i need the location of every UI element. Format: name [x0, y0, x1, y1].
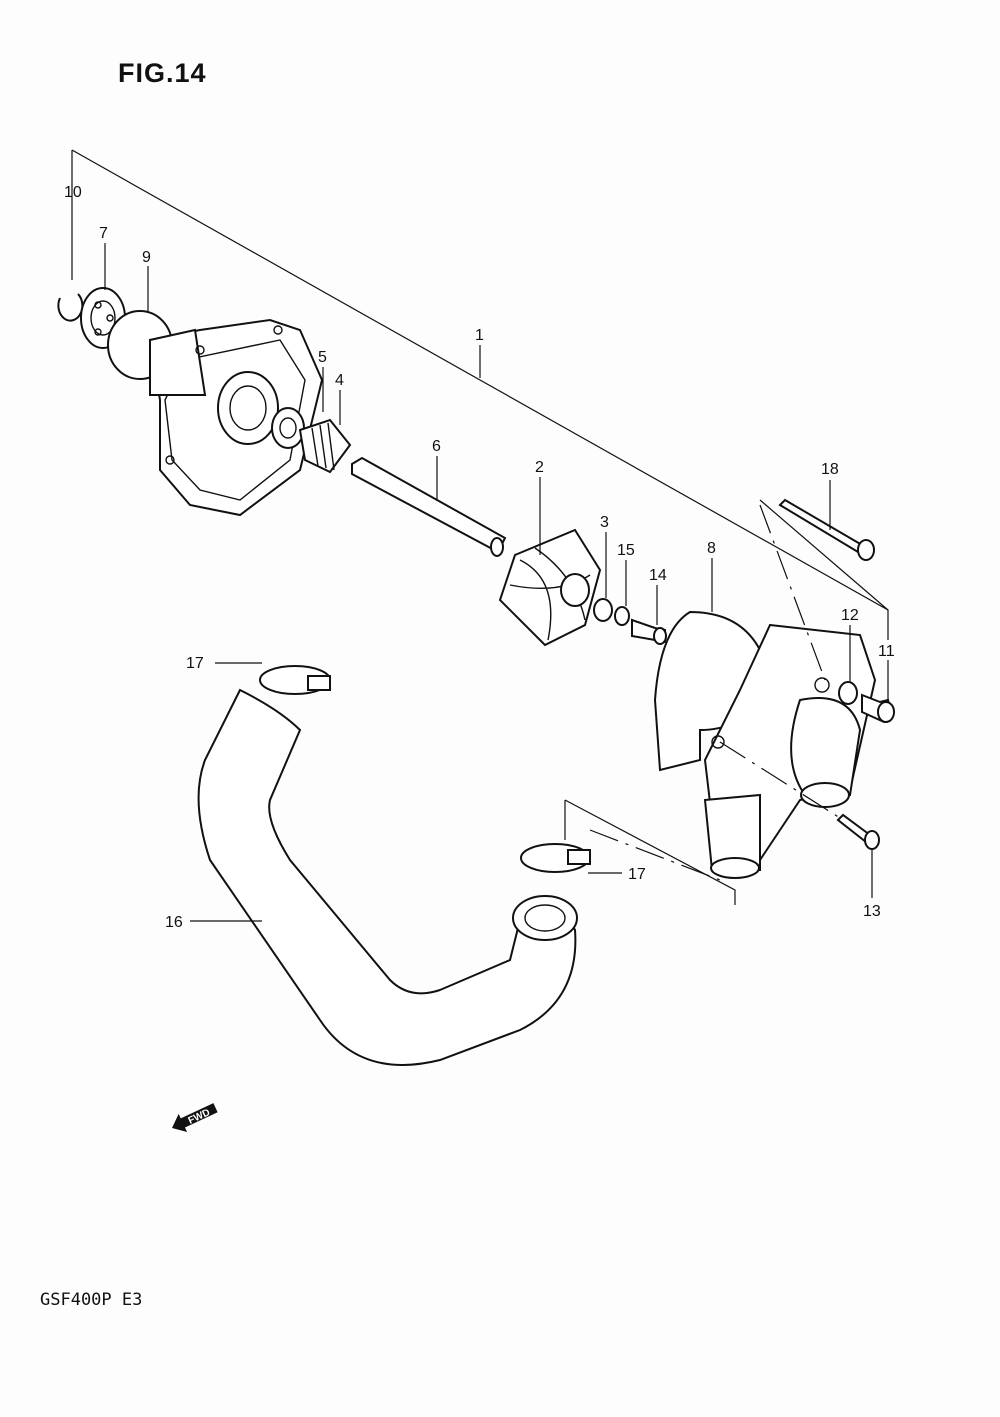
assembly-guide-lines	[564, 504, 841, 905]
circlip-part	[57, 293, 84, 322]
cover-screw-part	[836, 813, 880, 850]
callout-18: 18	[821, 461, 839, 478]
callout-11: 11	[878, 643, 895, 660]
model-code: GSF400P E3	[40, 1290, 143, 1310]
callout-1: 1	[475, 327, 484, 344]
callout-5: 5	[318, 349, 327, 366]
oil-seal-part	[271, 407, 305, 449]
callout-6: 6	[432, 438, 441, 455]
callout-8: 8	[707, 540, 716, 557]
callout-7: 7	[99, 225, 108, 242]
figure-title: FIG.14	[118, 58, 207, 88]
callout-9: 9	[142, 249, 151, 266]
callout-17-upper: 17	[186, 655, 204, 672]
callout-12: 12	[841, 607, 859, 624]
mechanical-seal-part	[298, 418, 352, 474]
fwd-label: FWD	[187, 1107, 212, 1127]
cover-washer-part	[838, 681, 858, 705]
hose-clamp-upper-part	[259, 665, 331, 695]
callout-15: 15	[617, 542, 635, 559]
callout-14: 14	[649, 567, 667, 584]
pump-cover-part	[703, 623, 877, 879]
long-bolt-part	[778, 498, 875, 561]
callout-3: 3	[600, 514, 609, 531]
drain-bolt-part	[861, 693, 895, 724]
callout-16: 16	[165, 914, 183, 931]
radiator-hose-part	[197, 688, 578, 1066]
assembly-bracket-line	[71, 149, 889, 640]
callout-4: 4	[335, 372, 344, 389]
impeller-bolt-part	[631, 618, 667, 645]
washer-part	[593, 598, 630, 626]
hose-clamp-lower-part	[520, 843, 591, 873]
pump-case-part	[148, 318, 324, 517]
callout-2: 2	[535, 459, 544, 476]
callout-10: 10	[64, 184, 82, 201]
callout-13: 13	[863, 903, 881, 920]
impeller-part	[498, 528, 602, 647]
callout-leader-lines	[104, 243, 889, 922]
callout-17-lower: 17	[628, 866, 646, 883]
pump-shaft-part	[351, 456, 507, 557]
forward-arrow-icon: FWD	[172, 1103, 218, 1132]
callout-labels: 10 7 9 1 5 4 6 2 3 15 14 8 18 12 11 13 1…	[64, 184, 895, 931]
